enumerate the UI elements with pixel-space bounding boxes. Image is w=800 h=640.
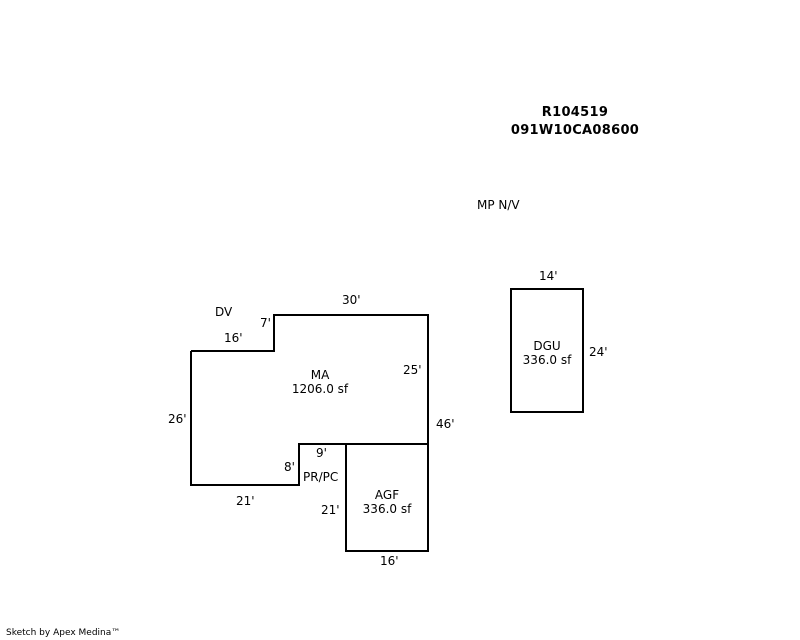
- detached-garage-name: DGU: [533, 339, 561, 353]
- detached-garage-label: DGU 336.0 sf: [512, 339, 582, 367]
- dimension-label: 46': [436, 417, 455, 431]
- parcel-id: R104519: [541, 105, 609, 120]
- dimension-label: 14': [539, 269, 558, 283]
- attached-garage-name: AGF: [374, 488, 400, 502]
- mp-nv-label: MP N/V: [477, 198, 520, 212]
- attached-garage-outline: [345, 443, 429, 552]
- map-number: 091W10CA08600: [510, 123, 640, 138]
- pr-pc-label: PR/PC: [303, 470, 339, 484]
- main-area-label: MA 1206.0 sf: [272, 368, 368, 396]
- dimension-label: 26': [168, 412, 187, 426]
- dimension-label: 24': [589, 345, 608, 359]
- detached-garage-outline: [510, 288, 584, 413]
- main-area-size: 1206.0 sf: [291, 382, 349, 396]
- detached-garage-size: 336.0 sf: [522, 353, 572, 367]
- dv-label: DV: [215, 305, 233, 319]
- main-area-name: MA: [310, 368, 330, 382]
- dimension-label: 21': [236, 494, 255, 508]
- dimension-label: 8': [284, 460, 295, 474]
- dimension-label: 16': [224, 331, 243, 345]
- dimension-label: 7': [260, 316, 271, 330]
- dimension-label: 9': [316, 446, 327, 460]
- dimension-label: 30': [342, 293, 361, 307]
- attached-garage-label: AGF 336.0 sf: [352, 488, 422, 516]
- dimension-label: 21': [321, 503, 340, 517]
- attached-garage-size: 336.0 sf: [362, 502, 412, 516]
- dimension-label: 25': [403, 363, 422, 377]
- sketch-credit: Sketch by Apex Medina™: [6, 628, 121, 638]
- property-header: R104519 091W10CA08600: [495, 104, 655, 140]
- dimension-label: 16': [380, 554, 399, 568]
